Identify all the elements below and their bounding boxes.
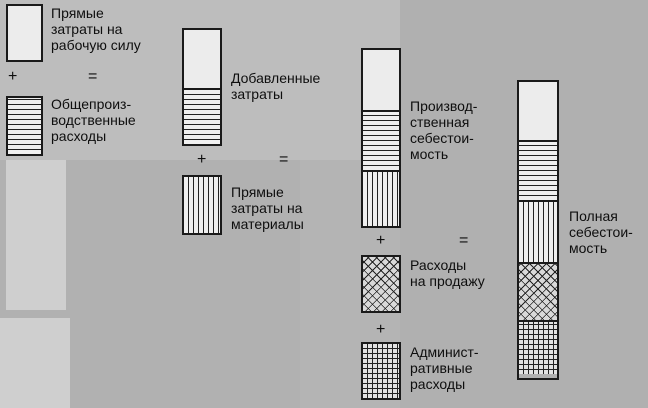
direct-materials-segment	[519, 200, 557, 262]
added-costs-label: Добавленные затраты	[231, 70, 321, 102]
total-cost-bar	[517, 80, 559, 380]
direct-labor-label: Прямые затраты на рабочую силу	[51, 5, 141, 53]
direct-labor-swatch	[6, 4, 43, 62]
direct-materials-label: Прямые затраты на материалы	[231, 184, 304, 232]
overhead-segment	[184, 88, 220, 144]
production-cost-bar	[361, 48, 401, 228]
direct-labor-segment	[363, 50, 399, 110]
overhead-segment	[363, 110, 399, 170]
direct-labor-segment	[184, 30, 220, 88]
plus-operator-3: +	[376, 232, 386, 249]
overhead-label: Общепроиз- водственные расходы	[51, 96, 136, 144]
production-cost-label: Производ- ственная себестои- мость	[410, 98, 478, 162]
added-costs-bar	[182, 28, 222, 146]
equals-operator-1: =	[88, 68, 98, 85]
admin-expenses-label: Админист- ративные расходы	[410, 344, 479, 392]
selling-expenses-segment	[519, 262, 557, 320]
selling-expenses-swatch	[361, 255, 401, 313]
admin-expenses-segment	[519, 320, 557, 374]
equals-operator-3: =	[459, 232, 469, 249]
direct-labor-segment	[519, 82, 557, 140]
overhead-swatch	[6, 96, 43, 156]
overhead-segment	[519, 140, 557, 200]
plus-operator-1: +	[8, 68, 18, 85]
direct-materials-segment	[363, 170, 399, 226]
admin-expenses-swatch	[361, 342, 401, 400]
plus-operator-4: +	[376, 321, 386, 338]
direct-materials-swatch	[182, 175, 222, 235]
total-cost-label: Полная себестои- мость	[569, 208, 633, 256]
equals-operator-2: =	[279, 151, 289, 168]
selling-expenses-label: Расходы на продажу	[410, 257, 485, 289]
plus-operator-2: +	[197, 151, 207, 168]
